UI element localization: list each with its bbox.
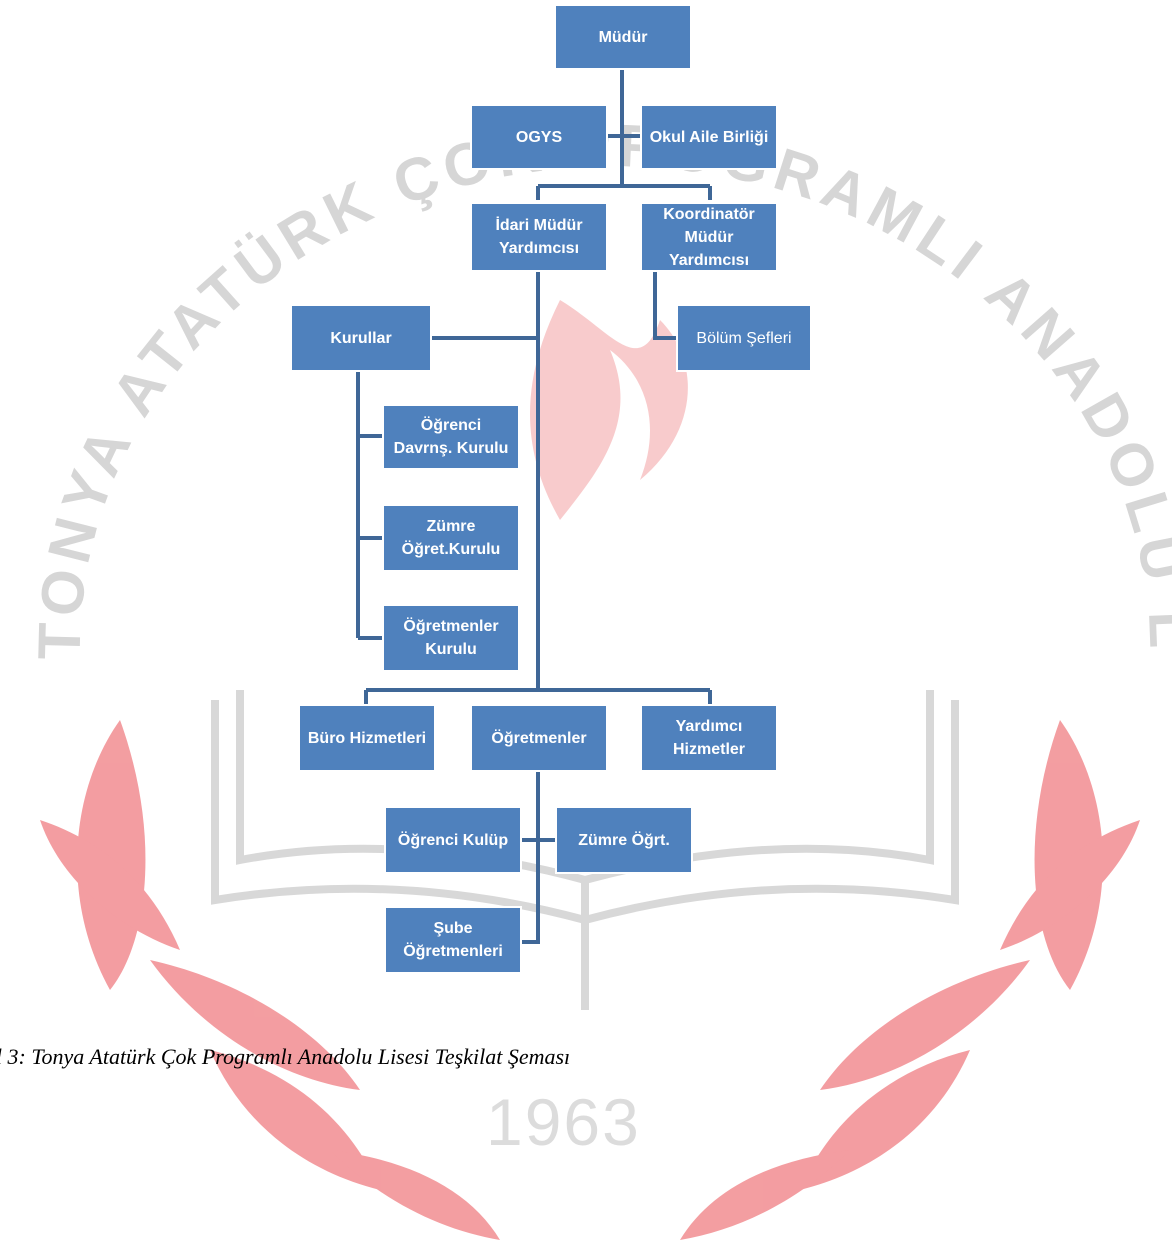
node-buro-hizmetleri: Büro Hizmetleri xyxy=(298,704,436,772)
connector-ogretmenler-trunk xyxy=(522,772,540,944)
connector-kurullar-bracket xyxy=(356,372,382,640)
connector-lower-bar xyxy=(364,688,712,704)
connector-assistants-bar xyxy=(536,184,712,200)
node-kurullar: Kurullar xyxy=(290,304,432,372)
connector-koordinator xyxy=(653,272,676,340)
node-ogretmenler: Öğretmenler xyxy=(470,704,608,772)
node-bolum-sefleri: Bölüm Şefleri xyxy=(676,304,812,372)
node-okul-aile-birligi: Okul Aile Birliği xyxy=(640,104,778,170)
figure-caption: kil 3: Tonya Atatürk Çok Programlı Anado… xyxy=(0,1044,571,1069)
node-yardimci-hizmetler: Yardımcı Hizmetler xyxy=(640,704,778,772)
laurel-left xyxy=(40,720,500,1240)
watermark-year: 1963 xyxy=(486,1085,641,1159)
flame-shape xyxy=(530,300,688,520)
node-koordinator-mudur-yardimcisi: Koordinatör Müdür Yardımcısı xyxy=(640,202,778,272)
node-sube-ogretmenleri: Şube Öğretmenleri xyxy=(384,906,522,974)
node-zumre-ogretmenler-kurulu: Zümre Öğret.Kurulu xyxy=(382,504,520,572)
node-ogys: OGYS xyxy=(470,104,608,170)
laurel-right xyxy=(680,720,1140,1240)
node-ogrenci-davranis-kurulu: Öğrenci Davrnş. Kurulu xyxy=(382,404,520,470)
node-ogrenci-kulup: Öğrenci Kulüp xyxy=(384,806,522,874)
node-idari-mudur-yardimcisi: İdari Müdür Yardımcısı xyxy=(470,202,608,272)
node-ogretmenler-kurulu: Öğretmenler Kurulu xyxy=(382,604,520,672)
node-zumre-ogrt: Zümre Öğrt. xyxy=(555,806,693,874)
node-mudur: Müdür xyxy=(554,4,692,70)
